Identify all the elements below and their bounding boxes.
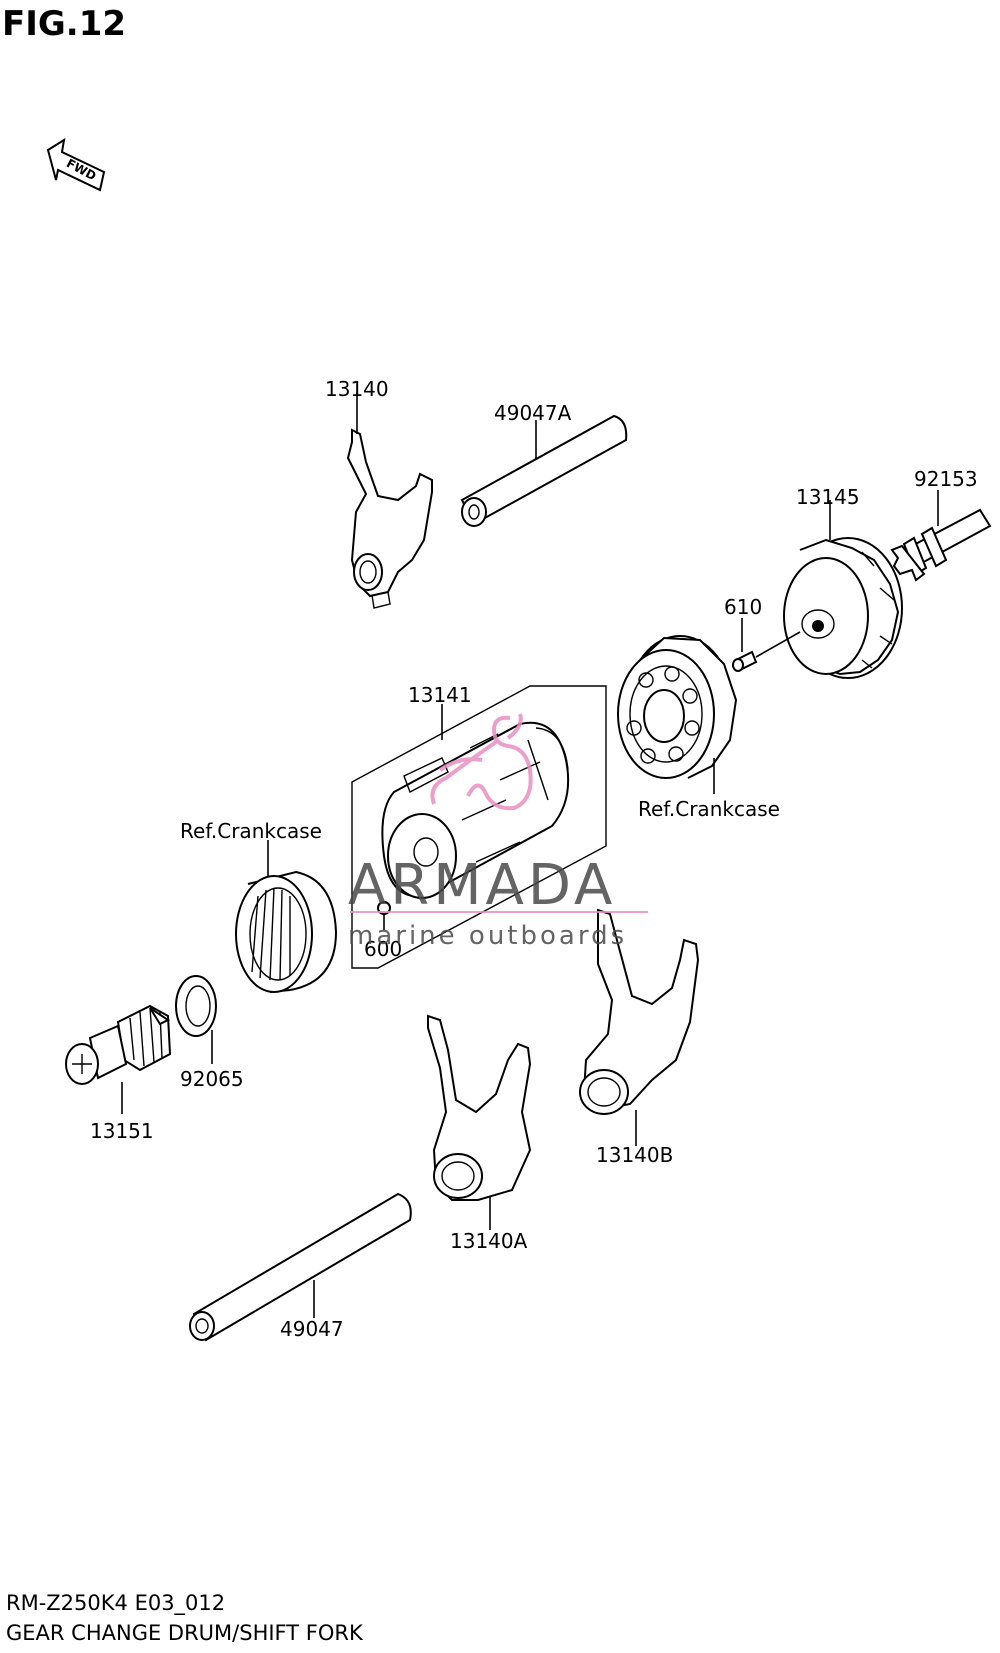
needle-bearing-left[interactable] [235,870,338,993]
pin-610[interactable] [732,650,758,672]
label-600: 600 [364,937,402,961]
label-92065: 92065 [180,1067,244,1091]
shaft-49047A[interactable] [460,414,628,527]
section-title: GEAR CHANGE DRUM/SHIFT FORK [6,1621,363,1645]
label-49047: 49047 [280,1317,344,1341]
bearing-right[interactable] [617,635,738,779]
label-49047A: 49047A [494,401,572,425]
shift-fork-13140B[interactable] [579,908,700,1115]
armada-watermark: ARMADA marine outboards [348,713,648,951]
label-ref-crankcase-left: Ref.Crankcase [180,819,322,843]
watermark-brand: ARMADA [348,853,616,918]
shaft-49047[interactable] [189,1192,412,1342]
label-92153: 92153 [914,467,978,491]
gear-shift-drum-13141[interactable] [351,685,607,969]
label-13151: 13151 [90,1119,154,1143]
bolt-92153[interactable] [890,508,992,582]
watermark-tagline: marine outboards [348,921,627,951]
washer-92065[interactable] [175,975,217,1037]
seahorse-logo-icon [430,713,533,811]
fwd-arrow-icon: FWD [46,137,106,192]
figure-title: FIG.12 [2,4,127,44]
shift-fork-13140[interactable] [346,428,433,609]
label-13141: 13141 [408,683,472,707]
label-13140B: 13140B [596,1143,673,1167]
label-13140: 13140 [325,377,389,401]
neutral-switch-13151[interactable] [65,1004,172,1085]
label-610: 610 [724,595,762,619]
cam-plate-13145[interactable] [783,537,903,679]
label-13140A: 13140A [450,1229,528,1253]
shift-fork-13140A[interactable] [427,1014,532,1201]
label-13145: 13145 [796,485,860,509]
label-ref-crankcase-right: Ref.Crankcase [638,797,780,821]
model-code: RM-Z250K4 E03_012 [6,1591,226,1615]
